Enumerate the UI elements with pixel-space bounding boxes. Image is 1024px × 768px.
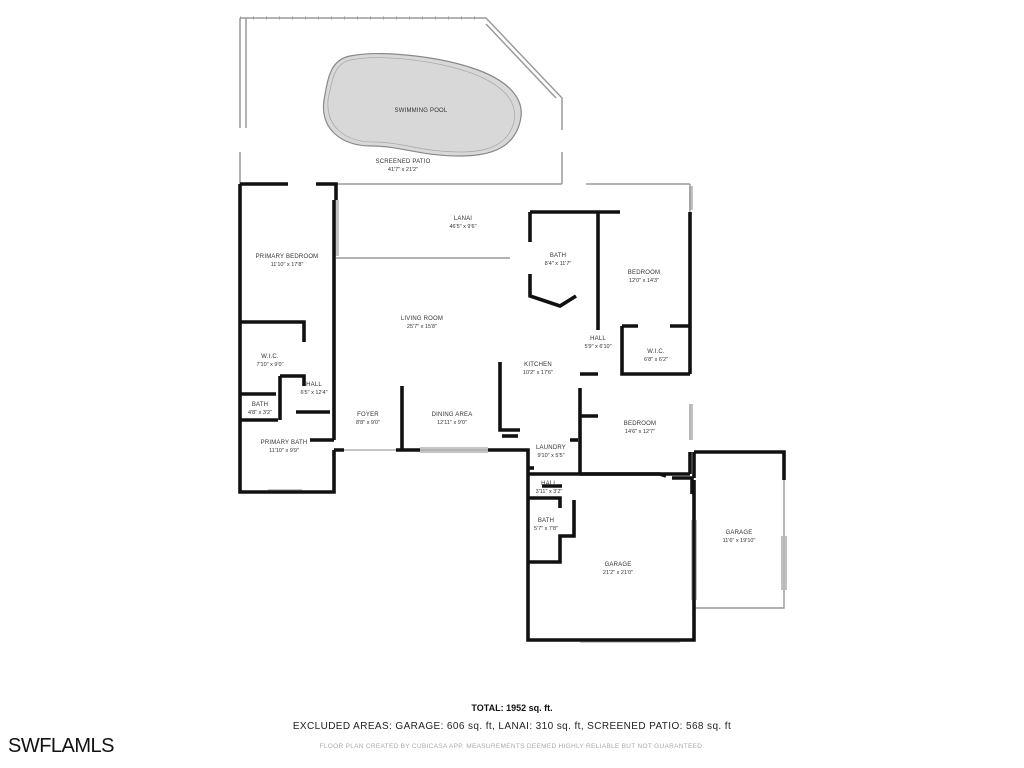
room-name: KITCHEN [524,362,552,368]
room-dim: 12'11" x 9'0" [437,420,467,426]
room-dim: 8'8" x 9'0" [356,420,380,426]
room-name: GARAGE [605,562,632,568]
windows [268,186,787,643]
room-name: LAUNDRY [536,445,566,451]
exterior-walls [238,182,786,642]
room-dim: 21'2" x 21'0" [603,570,633,576]
room-dim: 6'5" x 12'4" [300,390,327,396]
room-dim: 46'5" x 9'6" [449,224,476,230]
room-dim: 11'10" x 9'9" [269,448,299,454]
room-name: HALL [590,336,606,342]
room-dim: 12'0" x 14'3" [629,278,659,284]
room-dim: 14'6" x 12'7" [625,429,655,435]
room-name: SCREENED PATIO [376,159,431,165]
room-name: W.I.C. [261,354,279,360]
room-name: HALL [306,382,322,388]
disclaimer: FLOOR PLAN CREATED BY CUBICASA APP. MEAS… [319,743,705,750]
room-name: BATH [538,518,554,524]
room-dim: 10'2" x 17'6" [523,370,553,376]
mls-watermark: SWFLAMLS [8,735,115,757]
room-name: W.I.C. [647,349,665,355]
room-name: DINING AREA [432,412,473,418]
room-dim: 4'8" x 3'2" [248,410,272,416]
room-dim: 25'7" x 15'8" [407,324,437,330]
screened-patio-enclosure [239,16,563,184]
room-name: BEDROOM [628,270,660,276]
room-dim: 5'7" x 7'8" [534,526,558,532]
room-dim: 7'10" x 9'0" [256,362,283,368]
total-area: TOTAL: 1952 sq. ft. [471,703,553,713]
room-name: BEDROOM [624,421,656,427]
room-name: PRIMARY BEDROOM [256,254,319,260]
room-labels: SWIMMING POOL SCREENED PATIO 41'7" x 21'… [248,108,755,576]
room-dim: 11'6" x 19'10" [723,538,756,544]
excluded-areas: EXCLUDED AREAS: GARAGE: 606 sq. ft, LANA… [292,721,732,732]
room-name: HALL [541,481,557,487]
room-dim: 9'10" x 5'5" [537,453,564,459]
room-name: GARAGE [726,530,753,536]
room-dim: 3'11" x 3'2" [536,489,563,495]
room-name: LIVING ROOM [401,316,443,322]
room-name: SWIMMING POOL [395,108,448,114]
room-dim: 41'7" x 21'2" [388,167,418,173]
swimming-pool-shape [322,53,522,157]
room-dim: 11'10" x 17'8" [271,262,304,268]
room-name: BATH [550,253,566,259]
room-dim: 5'9" x 6'10" [584,344,611,350]
room-name: FOYER [357,412,379,418]
room-dim: 8'4" x 11'7" [545,261,572,267]
room-dim: 6'8" x 6'2" [644,357,668,363]
room-name: PRIMARY BATH [261,440,308,446]
room-name: BATH [252,402,268,408]
room-name: LANAI [454,216,472,222]
